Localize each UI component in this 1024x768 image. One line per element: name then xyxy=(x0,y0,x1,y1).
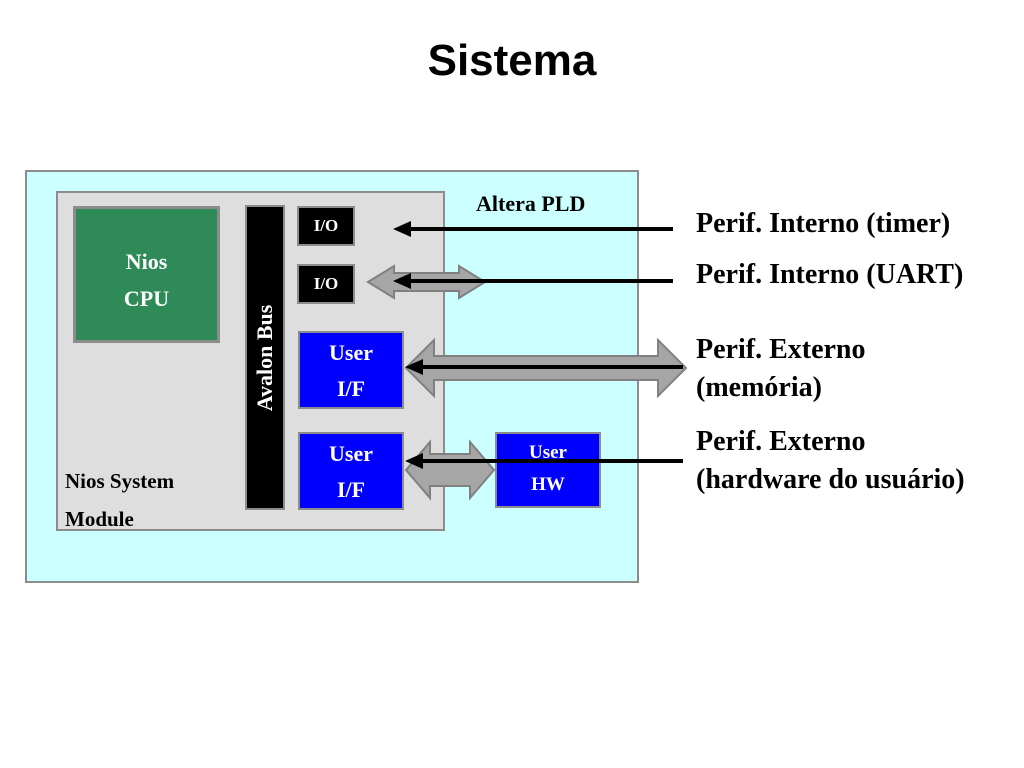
memory-pointer-arrow xyxy=(405,359,683,375)
timer-pointer-arrow xyxy=(393,221,673,237)
user-if-1-line-1: User xyxy=(329,340,373,365)
annotation-hardware-line-1: Perif. Externo xyxy=(696,426,866,457)
cpu-label-line-2: CPU xyxy=(123,286,170,311)
user-if-block-memory: User I/F xyxy=(298,331,404,409)
nios-cpu-block: Nios CPU xyxy=(73,206,220,343)
cpu-label-line-1: Nios xyxy=(125,249,168,274)
page-title: Sistema xyxy=(427,36,597,85)
user-if-1-line-2: I/F xyxy=(336,376,366,401)
annotation-memoria-line-1: Perif. Externo xyxy=(696,334,866,365)
user-if-2-line-2: I/F xyxy=(336,477,366,502)
user-hw-line-2: HW xyxy=(531,474,565,495)
pld-label: Altera PLD xyxy=(476,191,586,216)
io-block-timer: I/O xyxy=(297,206,355,246)
uart-pointer-arrow xyxy=(393,273,673,289)
annotation-uart: Perif. Interno (UART) xyxy=(696,259,964,290)
io-block-uart: I/O xyxy=(297,264,355,304)
user-hw-line-1: User xyxy=(529,442,567,463)
annotation-hardware-line-2: (hardware do usuário) xyxy=(696,464,965,495)
avalon-bus-block: Avalon Bus xyxy=(245,205,285,510)
user-if-block-hardware: User I/F xyxy=(298,432,404,510)
annotation-timer: Perif. Interno (timer) xyxy=(696,208,951,239)
module-label: Nios System Module xyxy=(65,462,174,538)
user-hw-double-arrow xyxy=(404,439,496,501)
annotation-memoria: Perif. Externo (memória) xyxy=(696,331,866,407)
hardware-pointer-arrow xyxy=(405,453,683,469)
module-label-line-2: Module xyxy=(65,507,134,531)
user-hw-block: User HW xyxy=(495,432,601,508)
user-if-2-line-1: User xyxy=(329,441,373,466)
annotation-hardware: Perif. Externo (hardware do usuário) xyxy=(696,423,965,499)
annotation-memoria-line-2: (memória) xyxy=(696,372,822,403)
module-label-line-1: Nios System xyxy=(65,469,175,493)
